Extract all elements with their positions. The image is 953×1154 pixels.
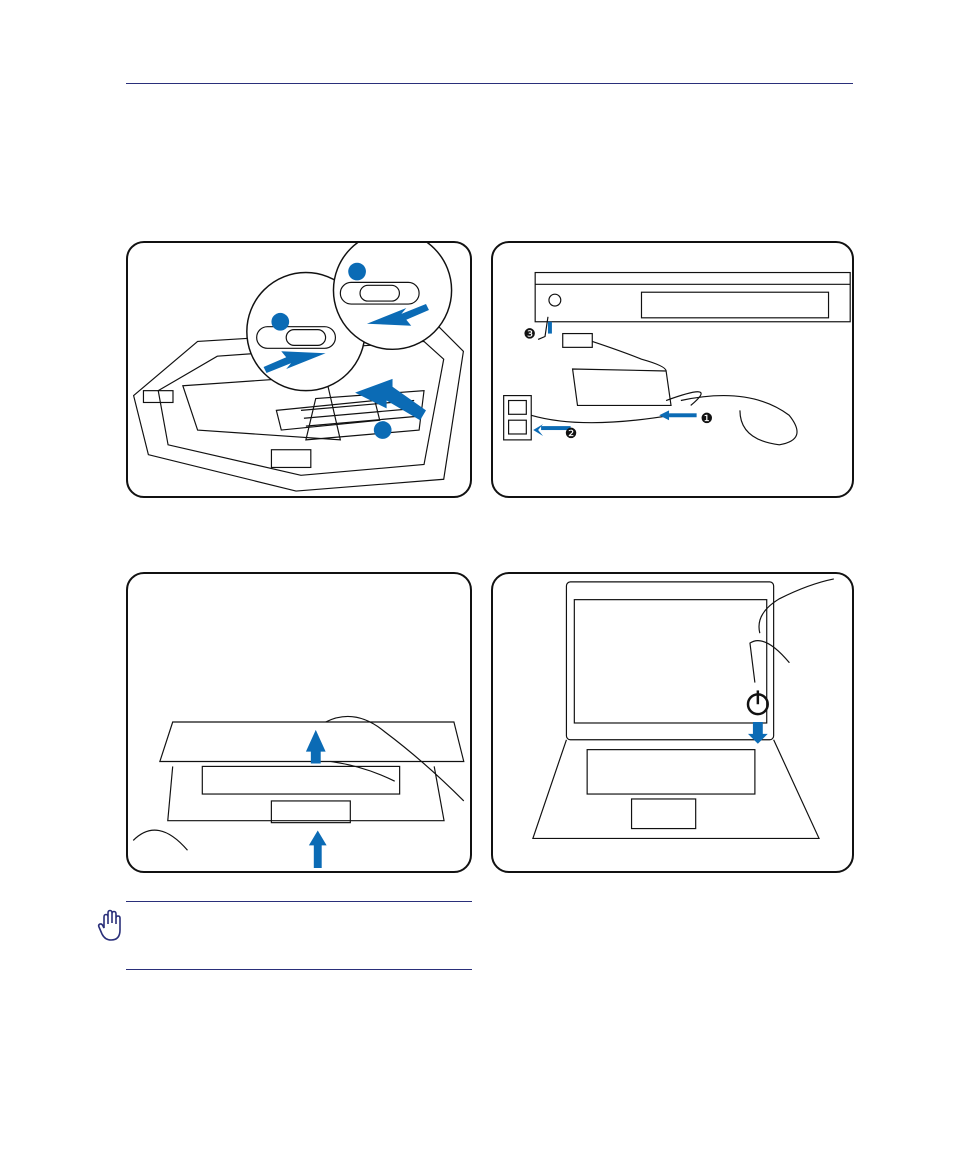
figure-open-lid [126, 572, 472, 873]
figure-press-power [491, 572, 854, 873]
power-icon [748, 690, 768, 714]
open-lid-illustration [128, 574, 470, 871]
battery-illustration [128, 243, 470, 496]
figure-install-battery [126, 241, 472, 498]
stop-hand-icon [97, 908, 125, 942]
step-label-3: ❸ [523, 326, 535, 341]
step-marker-2 [348, 263, 366, 281]
note-bottom-rule [126, 969, 472, 970]
step-label-2: ❷ [565, 426, 577, 441]
power-on-illustration [493, 574, 852, 871]
zoom-circle-lock [333, 243, 451, 349]
step-marker-1 [271, 313, 289, 331]
press-arrow [748, 722, 768, 744]
ac-adapter-illustration: ❸ ❷ ❶ [493, 243, 852, 496]
note-top-rule [126, 901, 472, 902]
header-rule [126, 83, 853, 84]
step-label-1: ❶ [701, 411, 713, 426]
figure-connect-ac-adapter: ❸ ❷ ❶ [491, 241, 854, 498]
blue-arrows [533, 322, 696, 436]
step-marker-3 [374, 421, 392, 439]
lift-arrows [306, 730, 327, 868]
